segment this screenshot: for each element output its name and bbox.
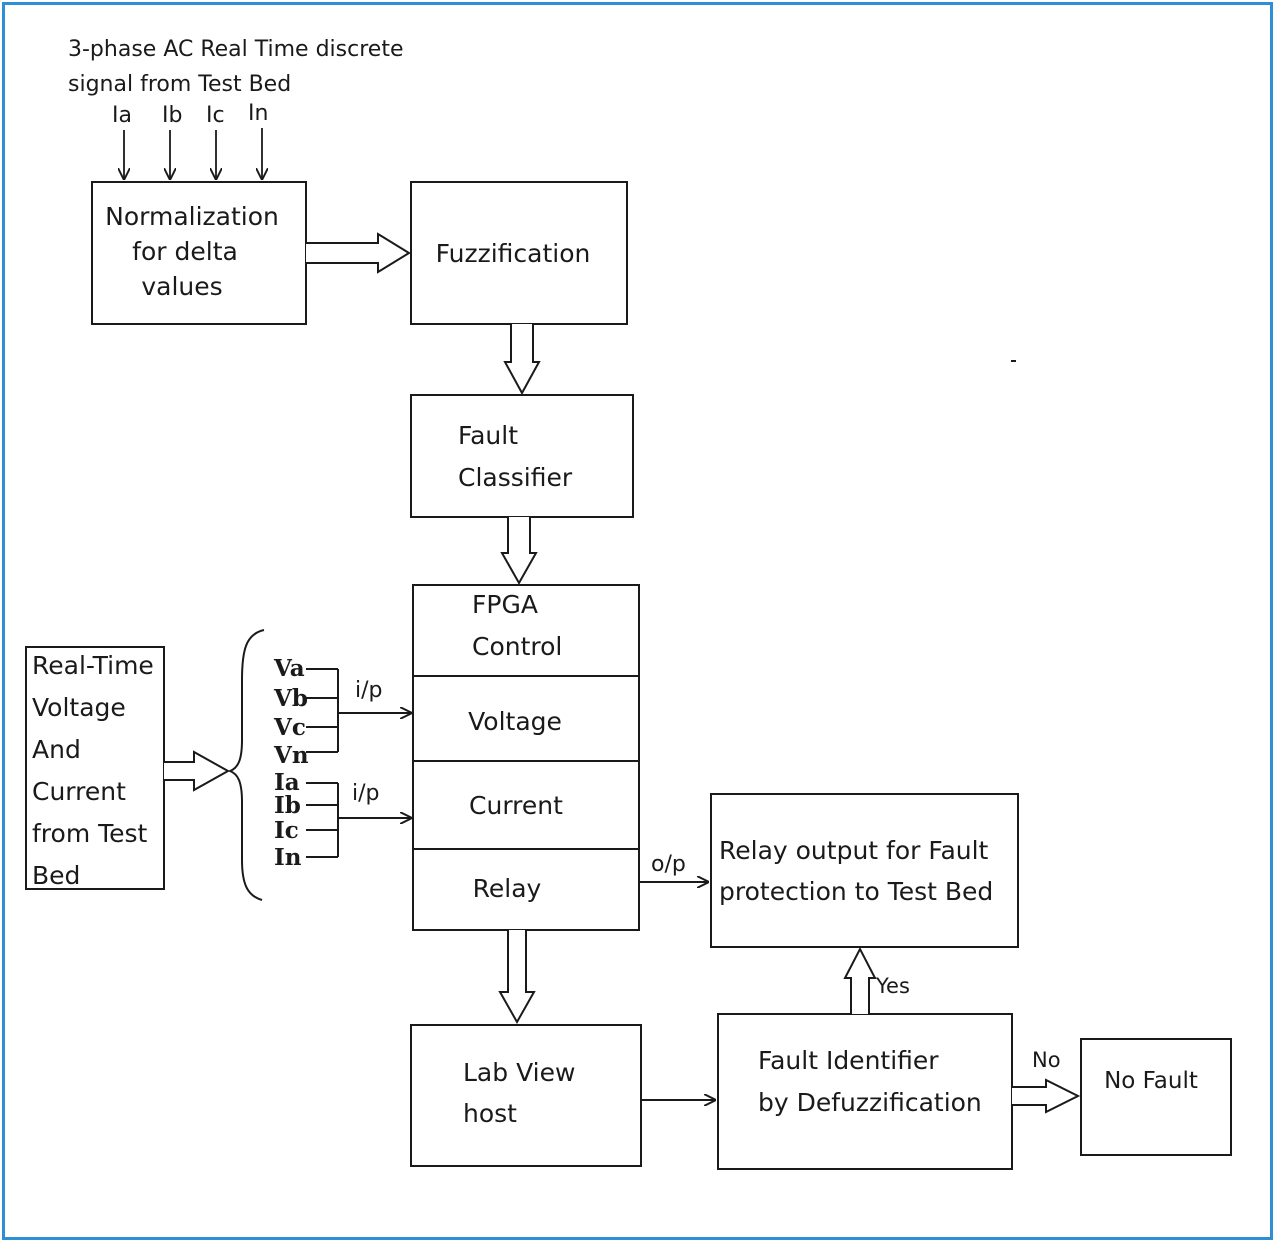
- no-fault-label: No Fault: [1104, 1068, 1198, 1094]
- realtime-source-label-line4: Current: [32, 777, 126, 806]
- arrow-identifier-to-no-fault: [1012, 1078, 1081, 1114]
- edge-label-voltage-ip: i/p: [355, 678, 383, 703]
- arrow-normalization-to-fuzzification: [306, 232, 411, 274]
- edge-label-yes: Yes: [875, 974, 910, 998]
- signal-vc: Vc: [273, 714, 306, 741]
- signal-va: Va: [273, 655, 305, 682]
- current-bus: [306, 782, 339, 858]
- fault-identifier-label-line2: by Defuzzification: [758, 1088, 982, 1117]
- realtime-source-label-line5: from Test: [32, 819, 148, 848]
- input-signal-title-line2: signal from Test Bed: [68, 72, 291, 97]
- relay-output-block: [710, 793, 1019, 948]
- realtime-source-label-line2: Voltage: [32, 693, 126, 722]
- fpga-block: [412, 584, 640, 931]
- signal-in: In: [274, 844, 302, 871]
- labview-host-label-line2: host: [463, 1099, 517, 1128]
- normalization-block: [91, 181, 307, 325]
- no-fault-block: [1080, 1038, 1232, 1156]
- fuzzification-label: Fuzzification: [436, 239, 591, 268]
- input-channel-arrows: [124, 128, 262, 180]
- realtime-source-label-line6: Bed: [32, 861, 80, 890]
- edge-label-current-ip: i/p: [352, 781, 380, 806]
- voltage-bus: [306, 668, 339, 753]
- arrow-fpga-to-labview: [498, 930, 536, 1025]
- input-channel-ic: Ic: [206, 103, 225, 128]
- stray-mark: [1011, 360, 1016, 362]
- fpga-current-label: Current: [469, 791, 563, 820]
- arrow-source-to-signals: [164, 750, 231, 792]
- fault-classifier-label-line2: Classifier: [458, 463, 573, 492]
- labview-host-block: [410, 1024, 642, 1167]
- relay-output-label-line2: protection to Test Bed: [719, 877, 993, 906]
- labview-host-label-line1: Lab View: [463, 1058, 575, 1087]
- signal-ib: Ib: [274, 792, 301, 819]
- normalization-label-line1: Normalization: [105, 202, 279, 231]
- input-channel-ib: Ib: [162, 103, 182, 128]
- normalization-label-line3: values: [141, 272, 222, 301]
- signal-vn: Vn: [273, 742, 309, 769]
- fpga-control-label-line2: Control: [472, 632, 562, 661]
- fault-identifier-label-line1: Fault Identifier: [758, 1046, 939, 1075]
- input-signal-title-line1: 3-phase AC Real Time discrete: [68, 37, 403, 62]
- realtime-source-label-line1: Real-Time: [32, 651, 154, 680]
- fault-classifier-label-line1: Fault: [458, 421, 518, 450]
- signal-vb: Vb: [273, 685, 308, 712]
- signal-ic: Ic: [274, 817, 299, 844]
- normalization-label-line2: for delta: [132, 237, 238, 266]
- input-channel-in: In: [248, 101, 268, 126]
- fault-identifier-block: [717, 1013, 1013, 1170]
- arrow-classifier-to-fpga: [500, 517, 538, 586]
- arrow-fuzzification-to-classifier: [503, 324, 541, 396]
- fpga-voltage-label: Voltage: [468, 707, 562, 736]
- fault-classifier-block: [410, 394, 634, 518]
- signal-ia: Ia: [274, 769, 300, 796]
- relay-output-label-line1: Relay output for Fault: [719, 836, 989, 865]
- fpga-relay-label: Relay: [473, 874, 542, 903]
- edge-label-no: No: [1032, 1048, 1061, 1072]
- signal-group-brace: [227, 629, 265, 901]
- input-channel-ia: Ia: [112, 103, 132, 128]
- edge-label-relay-op: o/p: [651, 852, 686, 877]
- realtime-source-label-line3: And: [32, 735, 81, 764]
- fpga-control-label-line1: FPGA: [472, 590, 538, 619]
- arrow-identifier-to-relay-output: [843, 946, 877, 1014]
- realtime-source-block: [25, 646, 165, 890]
